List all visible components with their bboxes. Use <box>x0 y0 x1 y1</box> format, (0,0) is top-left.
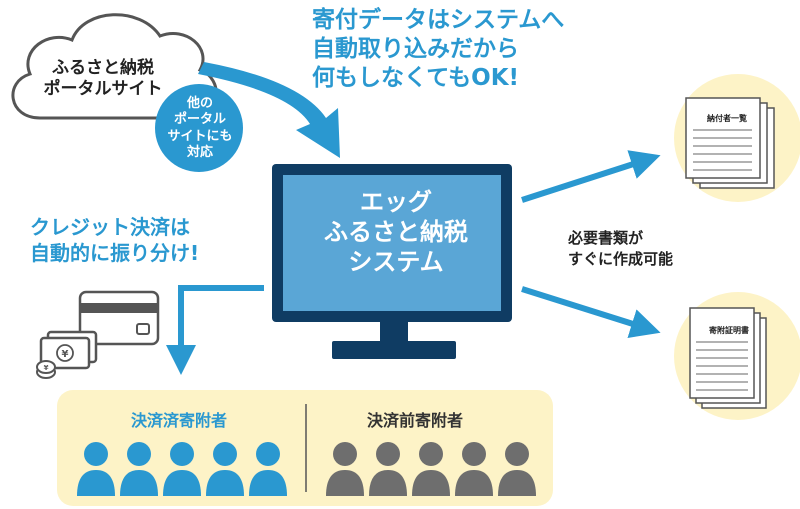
arrow-to-paid <box>166 285 264 375</box>
credit-card-icon <box>78 290 160 346</box>
unpaid-donors-label: 決済前寄附者 <box>366 411 463 430</box>
badge-label: 他の ポータル サイトにも 対応 <box>167 96 233 160</box>
coin-icon: ¥ <box>36 360 56 379</box>
person-icon <box>412 442 450 496</box>
banknote-icon: ¥ <box>39 330 98 370</box>
cloud-label: ふるさと納税 ポータルサイト <box>43 58 163 99</box>
paid-donors-label: 決済済寄附者 <box>130 411 227 430</box>
person-icon <box>77 442 115 496</box>
person-icon <box>120 442 158 496</box>
person-icon <box>498 442 536 496</box>
paid-donors <box>77 442 287 496</box>
document-certificate-label: 寄附証明書 <box>709 326 749 335</box>
person-icon <box>326 442 364 496</box>
person-icon <box>369 442 407 496</box>
arrow-to-certificate <box>521 286 661 338</box>
unpaid-donors <box>326 442 536 496</box>
person-icon <box>163 442 201 496</box>
arrow-to-list <box>521 150 661 203</box>
monitor-label: エッグ ふるさと納税 システム <box>324 188 468 277</box>
person-icon <box>249 442 287 496</box>
monitor-icon <box>272 164 512 359</box>
svg-text:¥: ¥ <box>44 364 49 372</box>
person-icon <box>455 442 493 496</box>
person-icon <box>206 442 244 496</box>
documents-note: 必要書類が すぐに作成可能 <box>568 229 674 268</box>
svg-text:¥: ¥ <box>62 349 69 360</box>
document-stack-icon <box>689 307 767 409</box>
document-stack-icon <box>685 97 775 189</box>
credit-text: クレジット決済は 自動的に振り分け! <box>30 215 200 265</box>
import-arrow <box>198 62 340 158</box>
auto-import-text: 寄付データはシステムへ 自動取り込みだから 何もしなくてもOK! <box>312 7 565 91</box>
document-list-label: 納付者一覧 <box>707 114 747 123</box>
portal-badge <box>155 84 243 172</box>
